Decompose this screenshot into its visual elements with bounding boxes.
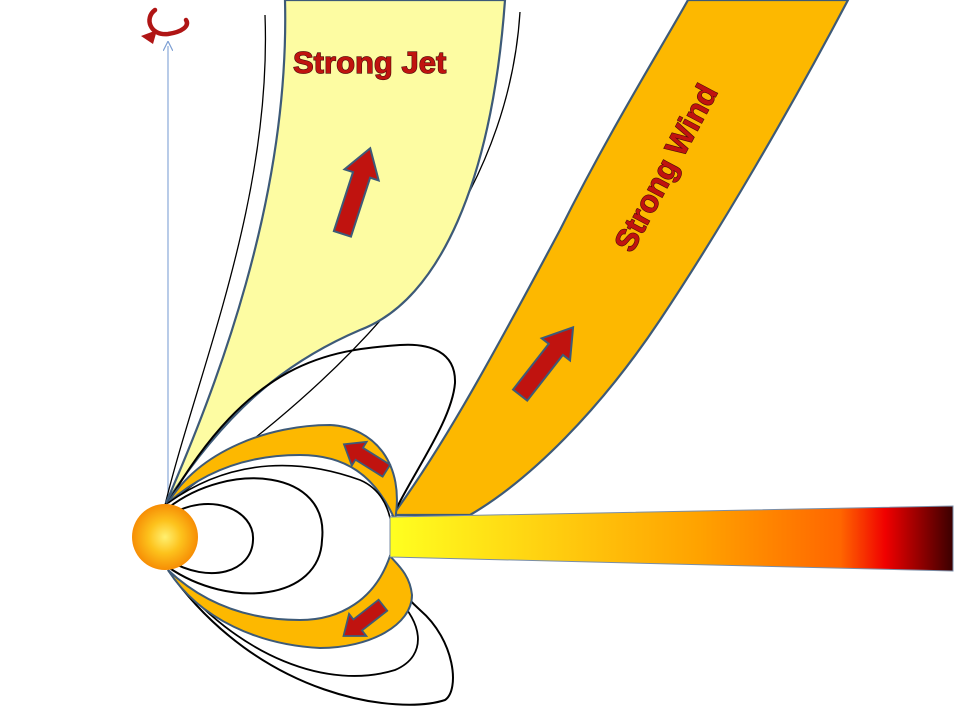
lower-band-flow-arrow [342,598,389,637]
upper-band-flow-arrow [342,440,392,478]
jet-flow-arrow [332,146,381,238]
closed-field-loop [167,343,457,516]
inner-field-loop [167,477,324,595]
inner-field-loop [167,503,255,575]
central-star [132,504,198,570]
wind-flow-arrow [511,325,575,403]
jet-outer-field-line [164,14,267,506]
rotation-arrow-icon [141,7,190,44]
upper-flow-band [167,423,398,524]
jet-region [164,0,507,504]
accretion-disk [389,505,954,572]
closed-field-loop [167,569,419,677]
wind-region [390,0,850,517]
jet-label: Strong Jet [293,45,446,80]
